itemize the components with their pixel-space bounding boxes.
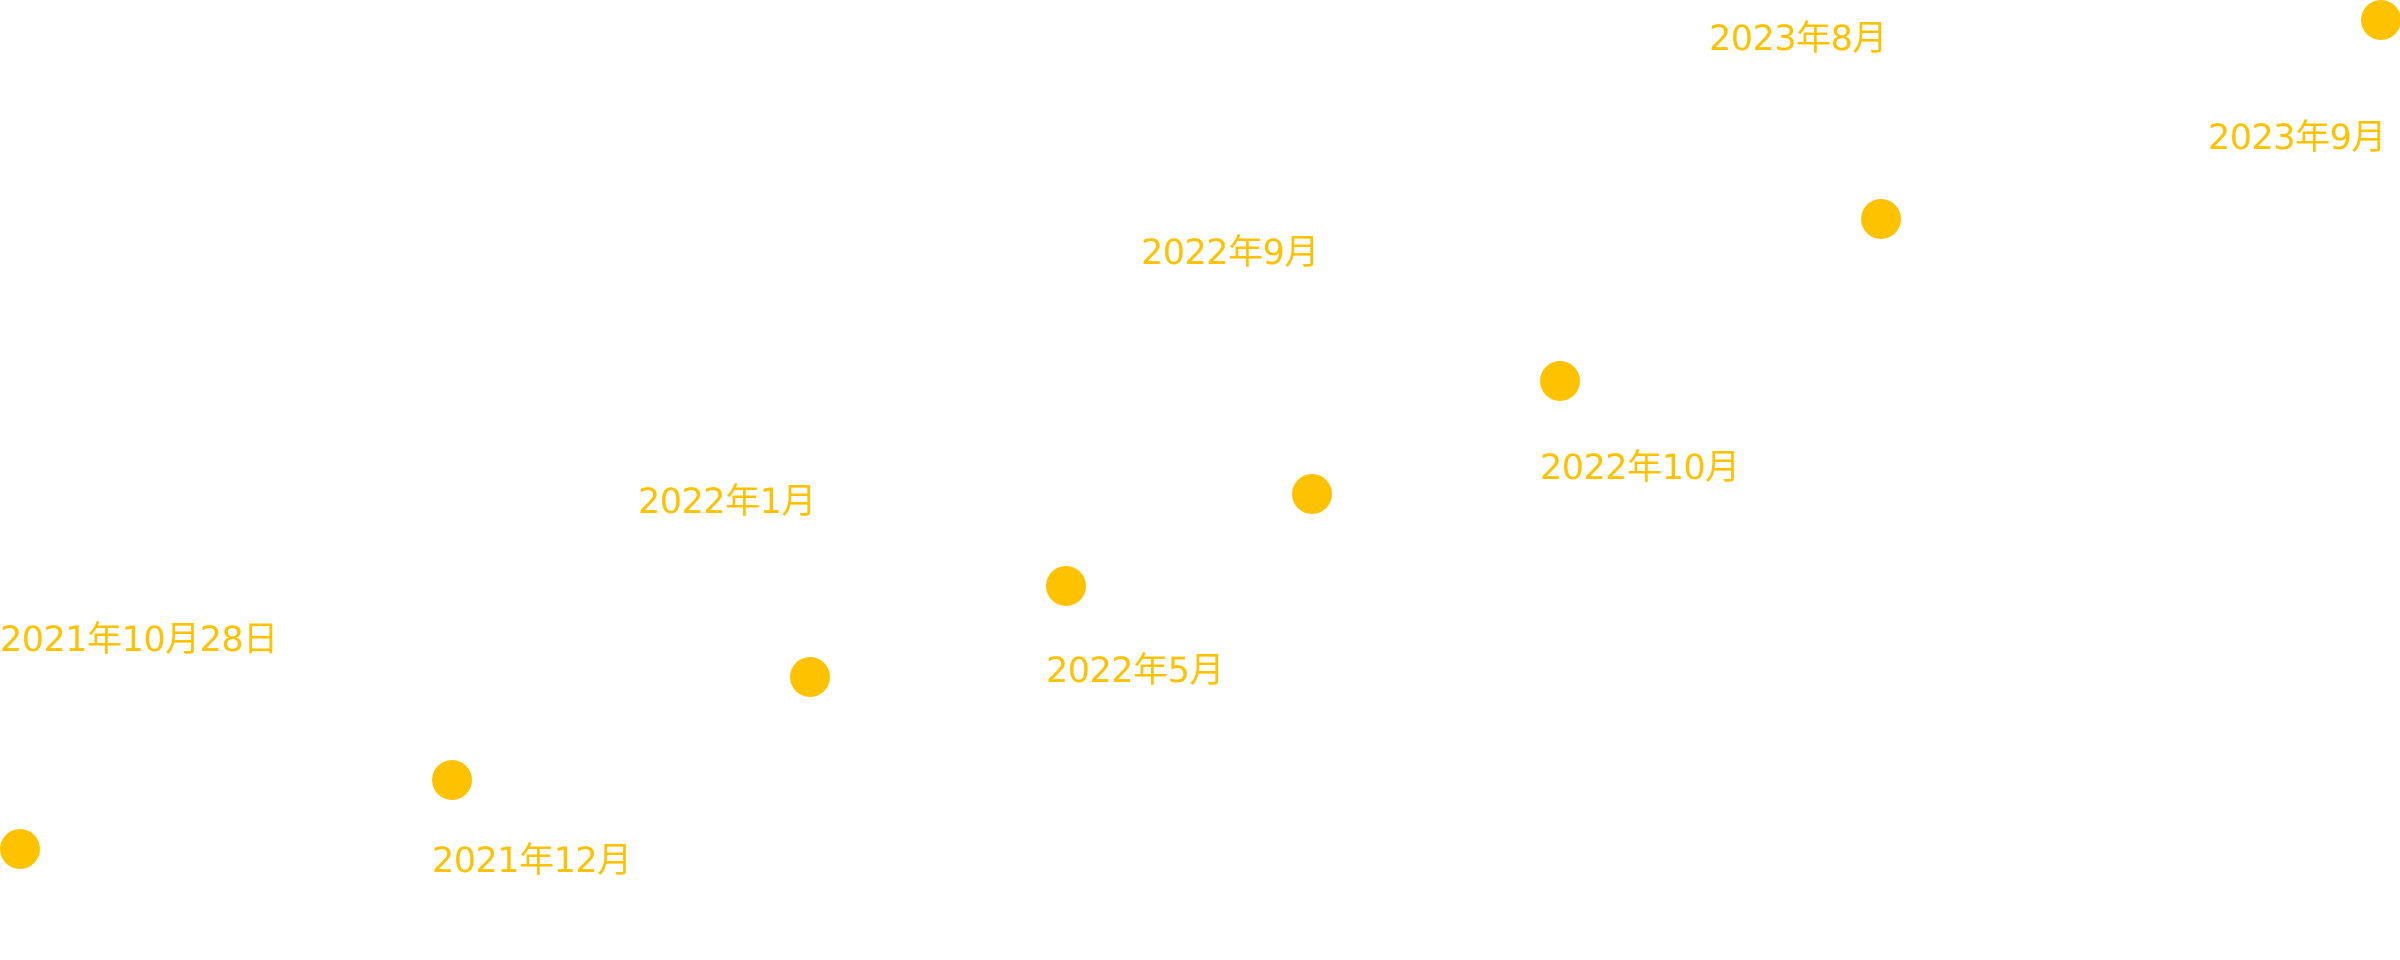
milestone-dot-2022-01 [790,657,830,697]
milestone-dot-2022-09 [1292,474,1332,514]
milestone-label-2023-08: 2023年8月 [1709,19,1887,59]
milestone-label-2022-10: 2022年10月 [1540,448,1740,488]
milestone-dot-2021-12 [432,760,472,800]
milestone-label-2021-12: 2021年12月 [432,841,632,881]
milestone-label-2021-10-28: 2021年10月28日 [0,620,278,660]
milestone-dot-2023-09 [2361,0,2400,40]
milestone-label-2022-01: 2022年1月 [638,482,816,522]
milestone-dot-2023-08 [1861,199,1901,239]
milestone-dot-2022-10 [1540,361,1580,401]
milestone-label-2023-09: 2023年9月 [2208,118,2386,158]
milestone-dot-2021-10-28 [0,829,40,869]
milestone-label-2022-09: 2022年9月 [1141,233,1319,273]
milestone-label-2022-05: 2022年5月 [1046,651,1224,691]
milestone-dot-2022-05 [1046,566,1086,606]
